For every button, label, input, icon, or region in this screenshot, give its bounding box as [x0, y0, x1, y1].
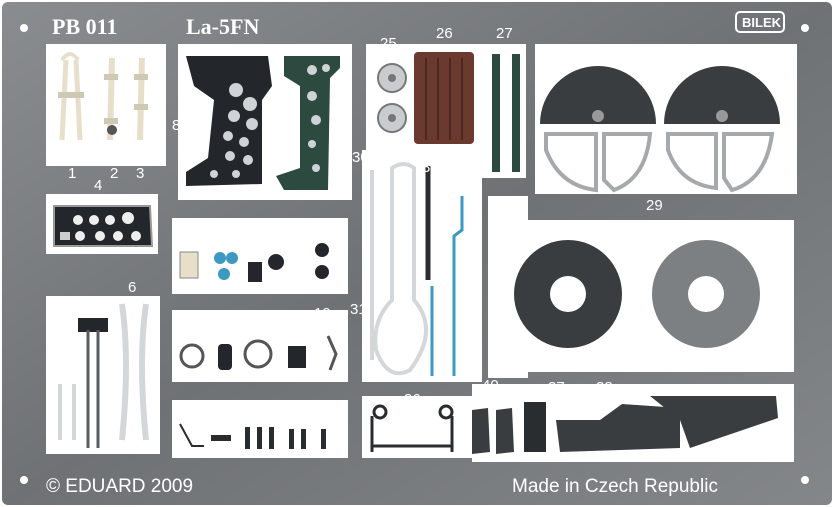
part-label: 17: [250, 317, 267, 334]
part-label: 31: [350, 301, 367, 318]
part-label: 21: [212, 403, 229, 420]
part-label: 14: [288, 217, 305, 234]
part-label: 36: [404, 391, 421, 408]
part-label: 24: [320, 403, 337, 420]
part-label: 29: [646, 197, 663, 214]
part-label: 27: [496, 25, 513, 42]
part-seat-belts: [58, 52, 148, 141]
part-label: 25: [380, 35, 397, 52]
part-20-24-small-parts: [179, 423, 326, 449]
part-label: 37: [548, 379, 565, 396]
part-label: 34: [612, 217, 629, 234]
mount-hole: [20, 476, 28, 484]
brand-badge: [735, 11, 785, 33]
part-26-pad: [414, 52, 474, 144]
part-label: 39: [758, 445, 775, 462]
origin-text: Made in Czech Republic: [512, 476, 718, 497]
part-25-discs: [377, 63, 407, 133]
part-4-panel: [53, 205, 154, 247]
part-label: 40: [482, 377, 499, 394]
part-label: 9: [336, 117, 344, 134]
part-label: 19: [314, 305, 331, 322]
part-10-14-small-parts: [179, 243, 329, 282]
part-label: 20: [172, 403, 189, 420]
part-29-frames: [544, 132, 775, 193]
part-label: 4: [94, 177, 102, 194]
part-label: 13: [264, 217, 281, 234]
part-27-strips: [492, 54, 520, 172]
part-15-19-small-parts: [179, 335, 338, 371]
mount-hole: [20, 24, 28, 32]
mount-hole: [801, 24, 809, 32]
part-label: 7: [58, 365, 66, 382]
part-label: 16: [218, 317, 235, 334]
part-38-39-wings: [556, 396, 778, 452]
part-label: 35: [756, 217, 773, 234]
part-label: 30: [352, 149, 369, 166]
part-label: 3: [136, 165, 144, 182]
part-label: 11: [218, 217, 234, 234]
part-label: 23: [284, 403, 301, 420]
part-label: 15: [184, 317, 201, 334]
part-8-instrument-panel: [186, 56, 272, 186]
part-34-35-gears: [514, 240, 760, 348]
part-label: 33: [452, 159, 469, 176]
part-32-33-blue-rods: [430, 196, 464, 376]
part-label: 6: [128, 279, 136, 296]
part-label: 2: [110, 165, 118, 182]
part-label: 12: [244, 217, 261, 234]
fret-code: PB 011: [52, 14, 117, 39]
part-label: 5: [66, 299, 74, 316]
part-label: 10: [184, 217, 201, 234]
brand-logo: BILEK: [742, 15, 782, 30]
part-label: 18: [288, 317, 305, 334]
part-label: 32: [422, 159, 439, 176]
part-28-plates: [540, 66, 780, 124]
part-30-31-rods: [370, 162, 431, 376]
part-number-labels: 1 2 3 4 5 6 7 8 9 10 11 12 13 14 15 16 1…: [58, 25, 775, 462]
part-37-40-plates: [472, 402, 546, 454]
part-label: 1: [68, 165, 76, 182]
mount-hole: [801, 476, 809, 484]
part-36-frame: [370, 404, 454, 452]
part-label: 38: [596, 379, 613, 396]
part-label: 22: [248, 403, 265, 420]
part-label: 26: [436, 25, 453, 42]
part-5-6-7-strips: [58, 303, 149, 448]
fret-model: La-5FN: [186, 14, 259, 39]
part-label: 28: [646, 49, 663, 66]
part-label: 8: [172, 117, 180, 134]
copyright-text: © EDUARD 2009: [46, 476, 193, 497]
part-9-side-panel: [276, 56, 340, 190]
